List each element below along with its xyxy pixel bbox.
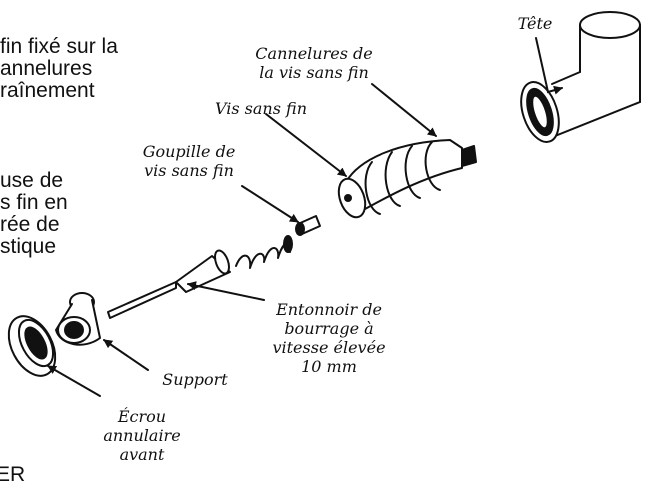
- text-line: annelures: [0, 57, 93, 80]
- funnel-part: [107, 249, 231, 319]
- text-line: s fin en: [0, 191, 68, 214]
- pin-part: [295, 215, 321, 236]
- label-support: Support: [162, 370, 228, 389]
- label-line: la vis sans fin: [259, 63, 369, 82]
- leader-tete: [535, 37, 563, 95]
- text-fragment-2: use de s fin en rée de stique: [0, 170, 68, 258]
- spring-part: [235, 235, 293, 269]
- label-line: Goupille de: [142, 142, 236, 161]
- leader-goupille: [241, 185, 299, 223]
- leader-support: [103, 339, 149, 371]
- leader-ecrou: [47, 365, 101, 397]
- leader-vis: [265, 113, 347, 177]
- label-line: 10 mm: [301, 357, 357, 376]
- ring-nut-part: [7, 315, 57, 377]
- text-line: raînement: [0, 79, 95, 102]
- support-part: [55, 292, 101, 346]
- label-line: bourrage à: [284, 319, 374, 338]
- text-fragment-bottom: ER: [0, 463, 26, 486]
- label-vis: Vis sans fin: [214, 99, 307, 118]
- label-line: vis sans fin: [144, 161, 234, 180]
- text-line: rée de: [0, 213, 60, 236]
- text-line: use de: [0, 169, 64, 192]
- label-line: annulaire: [103, 426, 181, 445]
- label-line: Entonnoir de: [276, 300, 382, 319]
- auger-part: [337, 139, 477, 219]
- label-tete: Tête: [517, 14, 553, 33]
- label-entonnoir: Entonnoir de bourrage à vitesse élevée 1…: [254, 300, 404, 376]
- label-line: avant: [119, 445, 165, 464]
- label-line: Écrou: [117, 407, 167, 426]
- label-ecrou: Écrou annulaire avant: [92, 407, 192, 464]
- head-part: [520, 11, 641, 143]
- label-line: vitesse élevée: [272, 338, 386, 357]
- label-cannelures: Cannelures de la vis sans fin: [232, 44, 396, 82]
- label-line: Cannelures de: [255, 44, 373, 63]
- text-fragment-1: fin fixé sur la annelures raînement: [0, 36, 118, 102]
- text-line: stique: [0, 235, 57, 258]
- leader-entonnoir: [187, 281, 265, 301]
- label-goupille: Goupille de vis sans fin: [124, 142, 254, 180]
- text-line: fin fixé sur la: [0, 35, 118, 58]
- leader-cannelures: [371, 83, 437, 137]
